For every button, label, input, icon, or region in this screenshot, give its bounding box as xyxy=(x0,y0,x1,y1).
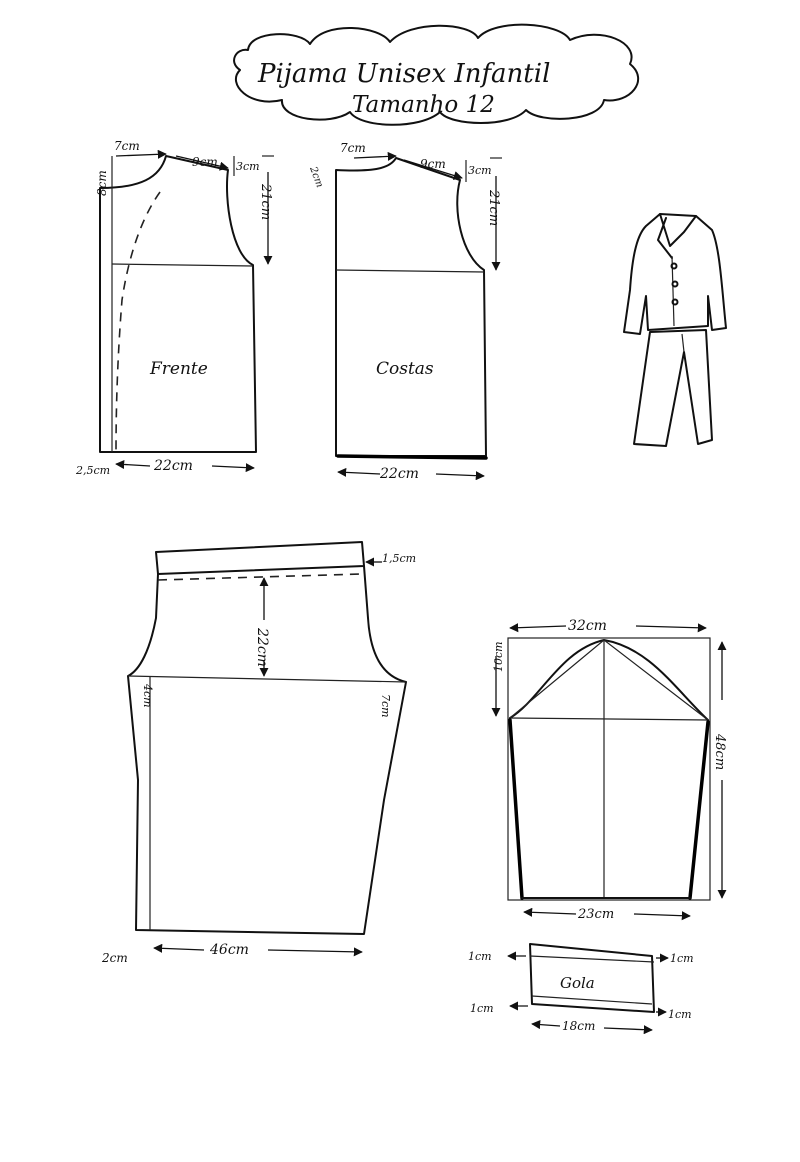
title-line-1: Pijama Unisex Infantil xyxy=(257,59,550,89)
sleeve-cap-label: 10cm xyxy=(492,641,505,672)
pants-width-label: 46cm xyxy=(209,942,249,958)
front-width-arrow-right xyxy=(211,463,255,473)
back-width-arrow-right xyxy=(435,471,485,481)
back-hem-edge xyxy=(336,454,488,460)
back-neck-depth-label: 2cm xyxy=(307,164,325,189)
collar-left-bottom-label: 1cm xyxy=(470,1002,494,1015)
collar-length-arrow-left xyxy=(531,1020,561,1030)
front-shoulder-arrow xyxy=(175,155,229,171)
pants-hem-label: 2cm xyxy=(101,951,128,965)
pants-waistband xyxy=(155,541,365,575)
back-width-label: 22cm xyxy=(379,466,419,482)
collar-left-top-label: 1cm xyxy=(468,950,492,963)
sleeve-piece: 32cm 10cm 48cm 23cm xyxy=(491,618,727,922)
pants-outline xyxy=(127,565,407,935)
back-shoulder-label: 9cm xyxy=(420,157,446,171)
sleeve-length-label: 48cm xyxy=(712,733,727,770)
title-cloud: Pijama Unisex Infantil Tamanho 12 xyxy=(233,23,640,126)
collar-length-arrow-right xyxy=(603,1025,653,1035)
sleeve-cap-base-line xyxy=(509,717,709,721)
title-line-2: Tamanho 12 xyxy=(352,92,495,118)
front-shoulder-drop-label: 3cm xyxy=(236,160,260,173)
front-bodice-piece: 7cm 8cm 9cm 3cm 21cm Frente 22cm 2,5cm xyxy=(75,139,274,477)
front-neck-width-label: 7cm xyxy=(114,139,140,153)
pants-width-arrow-left xyxy=(153,943,205,953)
collar-label: Gola xyxy=(560,974,595,992)
front-placket-label: 2,5cm xyxy=(75,464,110,477)
front-neck-width-arrow xyxy=(115,149,167,159)
front-width-arrow-left xyxy=(115,459,151,470)
back-shoulder-arrow xyxy=(403,159,463,180)
front-fold-dashes xyxy=(115,191,161,453)
sleeve-right-seam xyxy=(688,720,710,900)
collar-right-bottom-label: 1cm xyxy=(668,1008,692,1021)
front-chest-line xyxy=(111,263,254,267)
pants-hip-line xyxy=(127,675,407,683)
front-shoulder-label: 9cm xyxy=(192,155,218,169)
back-bodice-piece: 7cm 2cm 9cm 3cm 21cm Costas 22cm xyxy=(307,141,502,482)
back-neck-width-arrow xyxy=(353,151,397,161)
sleeve-left-seam xyxy=(508,718,524,900)
pants-width-arrow-right xyxy=(267,947,363,957)
collar-piece: Gola 1cm 1cm 1cm 1cm 18cm xyxy=(468,943,694,1035)
sleeve-cuff-arrow-right xyxy=(633,911,691,921)
collar-length-label: 18cm xyxy=(562,1019,595,1033)
sleeve-cuff-label: 23cm xyxy=(577,907,614,922)
back-width-arrow-left xyxy=(337,467,381,477)
pants-rise-label: 22cm xyxy=(254,627,270,667)
back-shoulder-drop-label: 3cm xyxy=(468,164,492,177)
sleeve-cap-curve xyxy=(509,639,709,721)
front-piece-label: Frente xyxy=(149,359,208,379)
sleeve-cuff-arrow-left xyxy=(523,907,577,917)
sleeve-top-arrow-right xyxy=(635,623,707,633)
pajama-illustration xyxy=(623,213,727,447)
pants-waist-dashes xyxy=(157,573,363,581)
pants-piece: 22cm 1,5cm 4cm 7cm 46cm 2cm xyxy=(101,541,416,965)
collar-inner-edge xyxy=(529,955,655,1005)
pants-waistband-label: 1,5cm xyxy=(382,552,416,565)
back-chest-line xyxy=(335,269,485,273)
back-neck-width-label: 7cm xyxy=(340,141,366,155)
collar-right-top-label: 1cm xyxy=(670,952,694,965)
back-piece-label: Costas xyxy=(376,359,434,379)
front-neck-depth-label: 8cm xyxy=(95,170,109,196)
sleeve-top-label: 32cm xyxy=(568,618,607,634)
sleeve-frame xyxy=(507,637,711,901)
back-armhole-label: 21cm xyxy=(486,189,501,226)
front-armhole-label: 21cm xyxy=(258,183,273,220)
sleeve-cap-lines xyxy=(509,639,709,721)
front-width-label: 22cm xyxy=(153,458,193,474)
collar-outline xyxy=(529,943,655,1013)
pants-crotch-front-label: 4cm xyxy=(141,683,154,708)
sleeve-top-arrow-left xyxy=(509,623,567,633)
front-outline xyxy=(99,155,257,453)
back-outline xyxy=(335,157,487,457)
pants-crotch-back-label: 7cm xyxy=(379,694,392,718)
